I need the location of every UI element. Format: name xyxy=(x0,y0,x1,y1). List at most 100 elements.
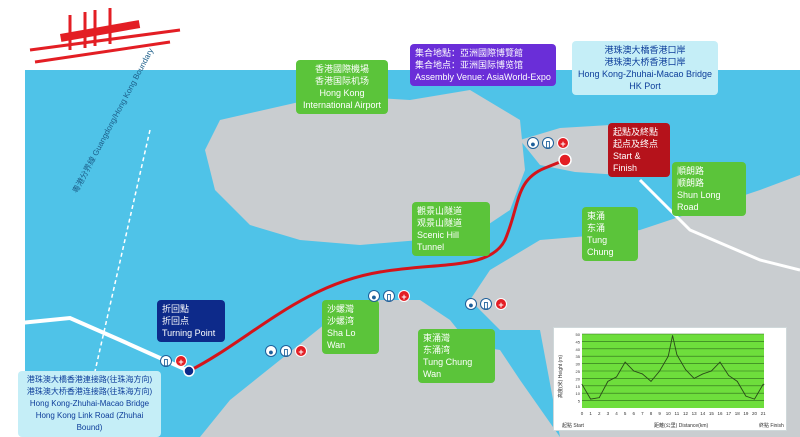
label-line: 观景山隧道 xyxy=(417,218,463,228)
first-aid-icon: + xyxy=(398,290,410,302)
label-line: Hong Kong xyxy=(319,88,365,98)
label-line: Sha Lo Wan xyxy=(327,328,356,350)
y-tick-label: 35 xyxy=(576,354,581,359)
assembly-venue-label: 集合地點：亞洲國際博覽館集合地点：亚洲国际博览馆 Assembly Venue: … xyxy=(410,44,556,86)
label-line: Tung Chung Wan xyxy=(423,357,473,379)
label-line: 折回點 xyxy=(162,304,190,314)
chart-ylabel: 高度(米) Height (m) xyxy=(558,354,564,398)
elevation-point xyxy=(624,361,626,363)
water-station-icon: ● xyxy=(368,290,380,302)
lantau-west-land xyxy=(200,300,560,437)
label-line: 香港国际机场 xyxy=(314,76,369,86)
label-line: Shun Long Road xyxy=(677,190,721,212)
label-line: 港珠澳大桥香港口岸 xyxy=(604,57,686,67)
label-line: 起点及终点 xyxy=(613,139,659,149)
label-line: Hong Kong Link Road (Zhuhai Bound) xyxy=(35,411,144,432)
shun-long-road-label: 順朗路顺朗路 Shun Long Road xyxy=(672,162,746,216)
x-tick-label: 6 xyxy=(632,411,635,416)
first-aid-icon: + xyxy=(175,355,187,367)
y-tick-label: 45 xyxy=(576,339,581,344)
x-tick-label: 8 xyxy=(650,411,653,416)
race-route xyxy=(188,158,566,373)
x-tick-label: 10 xyxy=(666,411,672,416)
x-tick-label: 13 xyxy=(692,411,698,416)
turning-point-marker xyxy=(183,365,195,377)
label-line: 沙螺湾 xyxy=(327,316,355,326)
water-station-icon: ● xyxy=(265,345,277,357)
link-road-label: 港珠澳大橋香港連接路(往珠海方向)港珠澳大桥香港连接路(往珠海方向)Hong K… xyxy=(18,371,161,437)
label-line: 东涌 xyxy=(587,223,606,233)
label-line: 東涌灣 xyxy=(423,333,451,343)
toilet-icon: ▯ xyxy=(383,290,395,302)
water-station-icon: ● xyxy=(465,298,477,310)
elevation-point xyxy=(598,397,600,399)
first-aid-icon: + xyxy=(295,345,307,357)
elevation-point xyxy=(693,378,695,379)
elevation-point xyxy=(607,380,609,382)
x-tick-label: 14 xyxy=(700,411,706,416)
x-tick-label: 21 xyxy=(761,411,767,416)
elevation-point xyxy=(641,373,643,375)
label-line: 东涌湾 xyxy=(423,345,451,355)
label-line: Hong Kong-Zhuhai-Macao Bridge xyxy=(577,69,713,79)
water-station-icon: ● xyxy=(527,137,539,149)
elevation-point xyxy=(710,370,712,372)
first-aid-icon: + xyxy=(557,137,569,149)
elevation-point xyxy=(685,369,686,370)
label-line: 觀景山隧道 xyxy=(417,206,463,216)
elevation-point xyxy=(616,376,617,378)
chart-xlabel: 距離(公里) Distance(km) xyxy=(654,423,709,429)
x-tick-label: 15 xyxy=(709,411,715,416)
elevation-point xyxy=(676,354,678,356)
tung-chung-label: 東涌东涌 Tung Chung xyxy=(582,207,638,261)
x-tick-label: 2 xyxy=(598,411,601,416)
elevation-point xyxy=(762,383,764,385)
y-tick-label: 50 xyxy=(576,332,581,337)
label-line: 東涌 xyxy=(587,211,606,221)
label-line: 順朗路 xyxy=(677,166,705,176)
label-line: HK Port xyxy=(629,81,661,91)
toilet-icon: ▯ xyxy=(480,298,492,310)
x-tick-label: 5 xyxy=(624,411,627,416)
y-tick-label: 10 xyxy=(576,391,581,396)
x-tick-label: 18 xyxy=(735,411,741,416)
bridge-road xyxy=(638,178,800,272)
logo xyxy=(29,8,181,64)
y-tick-label: 5 xyxy=(578,399,581,404)
y-tick-label: 15 xyxy=(576,384,581,389)
elevation-point xyxy=(719,361,721,363)
elevation-line xyxy=(581,335,764,400)
label-line: 集合地點：亞洲國際博覽館 xyxy=(415,48,524,58)
label-line: 香港國際機場 xyxy=(314,64,369,74)
label-line: 集合地点：亚洲国际博览馆 xyxy=(415,60,524,70)
label-line: Tung Chung xyxy=(587,235,614,257)
y-tick-label: 25 xyxy=(576,369,581,374)
label-line: Start & Finish xyxy=(613,151,641,173)
x-tick-label: 3 xyxy=(607,411,610,416)
label-line: 顺朗路 xyxy=(677,178,705,188)
chart-finish-label: 終點 Finish xyxy=(759,423,784,429)
elevation-point xyxy=(754,398,755,400)
elevation-point xyxy=(728,375,730,376)
toilet-icon: ▯ xyxy=(542,137,554,149)
y-tick-label: 20 xyxy=(576,376,581,381)
label-line: 折回点 xyxy=(162,316,190,326)
x-tick-label: 7 xyxy=(641,411,644,416)
x-tick-label: 19 xyxy=(743,411,749,416)
label-line: Assembly Venue: AsiaWorld-Expo xyxy=(415,72,551,82)
link-road xyxy=(0,315,190,373)
x-tick-label: 17 xyxy=(726,411,732,416)
elevation-point xyxy=(763,383,765,385)
chart-start-label: 起點 Start xyxy=(562,423,584,429)
label-line: International Airport xyxy=(302,100,382,110)
y-tick-label: 40 xyxy=(576,347,581,352)
x-tick-label: 1 xyxy=(589,411,592,416)
first-aid-icon: + xyxy=(495,298,507,310)
